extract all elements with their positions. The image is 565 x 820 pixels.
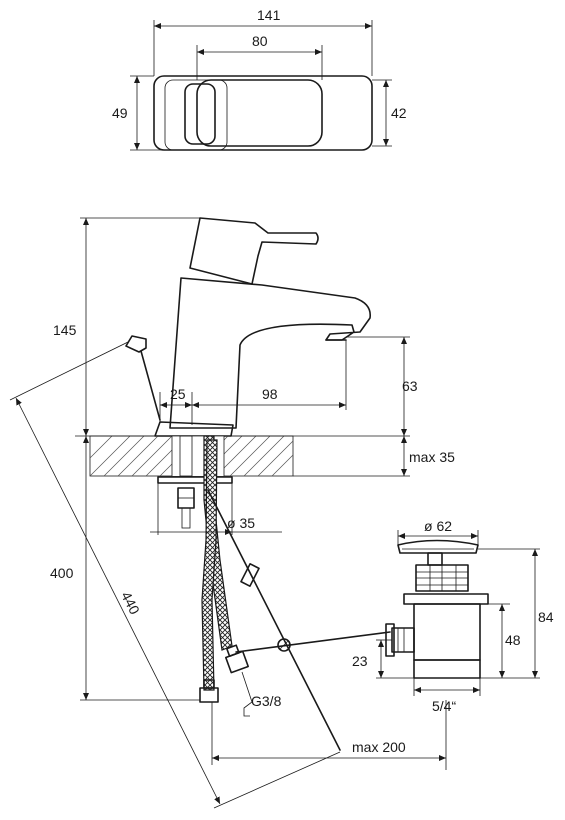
- dim-waste-84: 84: [538, 609, 554, 625]
- top-view-lever-back: [184, 83, 216, 145]
- dim-42: 42: [391, 105, 407, 121]
- dim-max-200: max 200: [352, 739, 406, 755]
- dim-98: 98: [262, 386, 278, 402]
- waste-nut: [403, 593, 489, 605]
- popup-rod: [140, 350, 161, 421]
- waste-side-connector: [391, 627, 415, 653]
- dim-63-group: 63: [346, 336, 418, 436]
- dim-25-98-group: 25 98: [159, 340, 347, 425]
- long-dimensions: 400 440 max 200: [9, 341, 446, 809]
- popup-waste: ø 62 84 48 23 5/4“: [352, 518, 554, 770]
- waste-cap: [397, 539, 479, 554]
- washer-plate: [157, 476, 233, 484]
- top-view-outline: [153, 75, 373, 151]
- top-view: 141 80 49 42: [112, 7, 407, 151]
- pull-rod-assembly: [207, 489, 391, 751]
- dim-63: 63: [402, 378, 418, 394]
- dim-max-35: max 35: [409, 449, 455, 465]
- faucet-side-view: [125, 217, 372, 437]
- dim-25: 25: [170, 386, 186, 402]
- dim-141: 141: [257, 7, 281, 23]
- faucet-lever: [189, 217, 319, 285]
- rod-coupler: [240, 563, 260, 587]
- dim-440: 440: [118, 589, 143, 617]
- dim-waste-23: 23: [352, 653, 368, 669]
- dim-400: 400: [50, 565, 74, 581]
- waste-thread: [413, 659, 481, 679]
- dim-waste-diameter: ø 62: [424, 518, 452, 534]
- dim-hole-diameter: ø 35: [227, 515, 255, 531]
- top-view-lever: [196, 79, 323, 147]
- countertop: max 35: [75, 435, 455, 477]
- linkage-clamp: [277, 638, 291, 652]
- faucet-body: [169, 277, 372, 429]
- faucet-base: [154, 421, 234, 437]
- popup-knob: [125, 335, 147, 353]
- drain-linkage-rod: [235, 631, 391, 653]
- waste-body: [413, 603, 481, 661]
- dim-49: 49: [112, 105, 128, 121]
- dim-waste-48: 48: [505, 632, 521, 648]
- dim-145: 145: [53, 322, 77, 338]
- label-g38: G3/8: [251, 693, 282, 709]
- top-view-base: [164, 79, 228, 151]
- pull-rod: [207, 489, 341, 751]
- dim-80: 80: [252, 33, 268, 49]
- dim-waste-thread: 5/4“: [432, 698, 456, 714]
- under-deck-assembly: ø 35 G3/8: [150, 435, 282, 717]
